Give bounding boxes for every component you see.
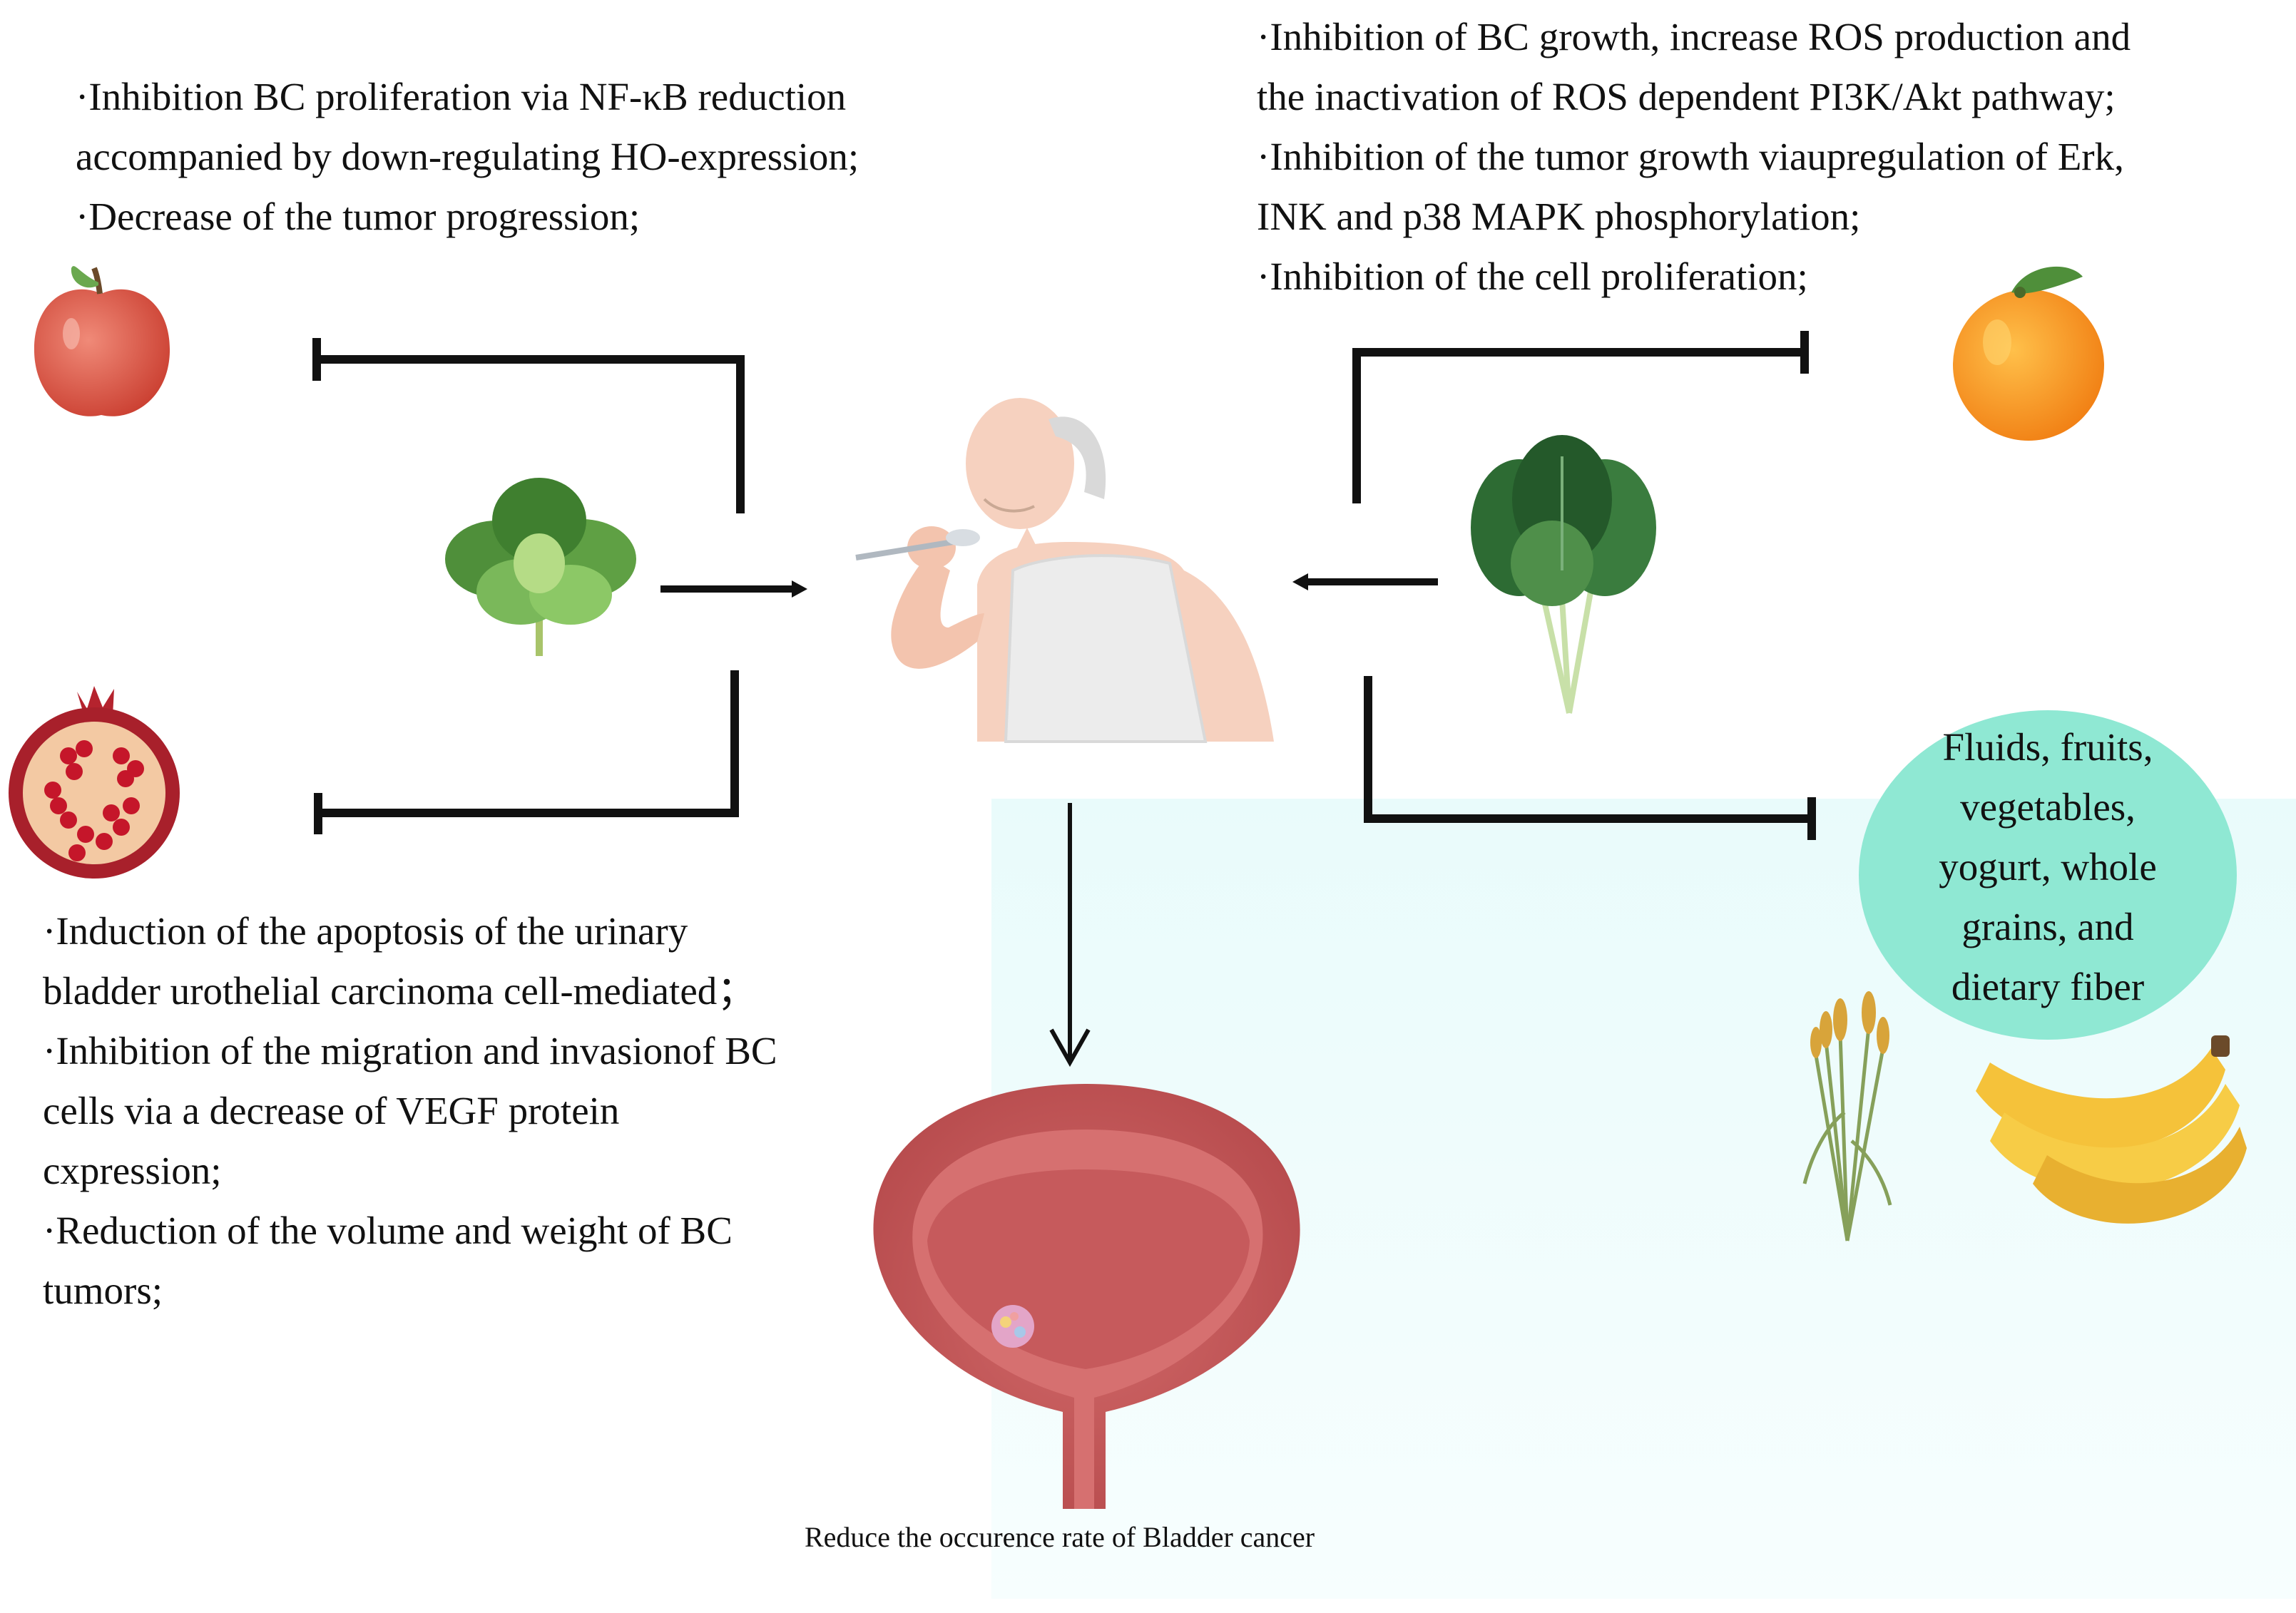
effect-line: the inactivation of ROS dependent PI3K/A…: [1257, 75, 2116, 118]
effect-line: ·Decrease of the tumor progression;: [76, 195, 641, 238]
arrow-spinach-to-person: [1292, 573, 1438, 590]
diet-line: yogurt, whole: [1939, 845, 2157, 889]
effect-line: cxpression;: [43, 1149, 222, 1192]
apple-icon: [34, 266, 170, 416]
diet-line: dietary fiber: [1951, 965, 2145, 1008]
effect-line: tumors;: [43, 1269, 163, 1312]
inhibition-connector-top-right: [1352, 331, 1809, 503]
spinach-icon: [1471, 435, 1656, 714]
effect-line: ·Inhibition of BC growth, increase ROS p…: [1257, 15, 2131, 58]
top-left-effects: ·Inhibition BC proliferation via NF-κB r…: [76, 67, 859, 247]
effect-line: bladder urothelial carcinoma cell-mediat…: [43, 969, 757, 1013]
diet-line: grains, and: [1961, 905, 2134, 948]
inhibition-connector-bottom-right: [1364, 676, 1816, 840]
bladder-icon: [873, 1084, 1300, 1509]
effect-line: ·Inhibition of the tumor growth viaupreg…: [1257, 135, 2124, 178]
effect-line: ·Inhibition BC proliferation via NF-κB r…: [76, 75, 847, 118]
top-right-effects: ·Inhibition of BC growth, increase ROS p…: [1257, 7, 2131, 307]
diet-circle: [1859, 710, 2237, 1040]
effect-line: ·Inhibition of the cell proliferation;: [1257, 255, 1808, 298]
effect-line: INK and p38 MAPK phosphorylation;: [1257, 195, 1861, 238]
orange-icon: [1953, 266, 2104, 441]
arrow-person-to-bladder: [1049, 803, 1091, 1067]
effect-line: ·Reduction of the volume and weight of B…: [43, 1209, 733, 1252]
bottom-left-effects: ·Induction of the apoptosis of the urina…: [43, 901, 777, 1321]
effect-line: cells via a decrease of VEGF protein: [43, 1089, 620, 1132]
inhibition-connector-bottom-left: [314, 670, 739, 834]
arrow-lettuce-to-person: [660, 580, 807, 598]
effect-line: ·Induction of the apoptosis of the urina…: [43, 909, 688, 953]
outcome-caption: Reduce the occurence rate of Bladder can…: [805, 1521, 1315, 1553]
effect-line: ·Inhibition of the migration and invasio…: [43, 1029, 777, 1072]
inhibition-connector-top-left: [312, 338, 745, 513]
person-eating-icon: [855, 398, 1274, 743]
wheat-icon: [1802, 991, 1892, 1241]
banana-icon: [1976, 1035, 2247, 1224]
diet-line: vegetables,: [1960, 785, 2136, 829]
lettuce-icon: [445, 478, 636, 656]
pomegranate-icon: [9, 686, 180, 879]
effect-line: accompanied by down-regulating HO-expres…: [76, 135, 859, 178]
diet-circle-text: Fluids, fruits, vegetables, yogurt, whol…: [1859, 717, 2237, 1017]
diet-line: Fluids, fruits,: [1942, 725, 2153, 769]
